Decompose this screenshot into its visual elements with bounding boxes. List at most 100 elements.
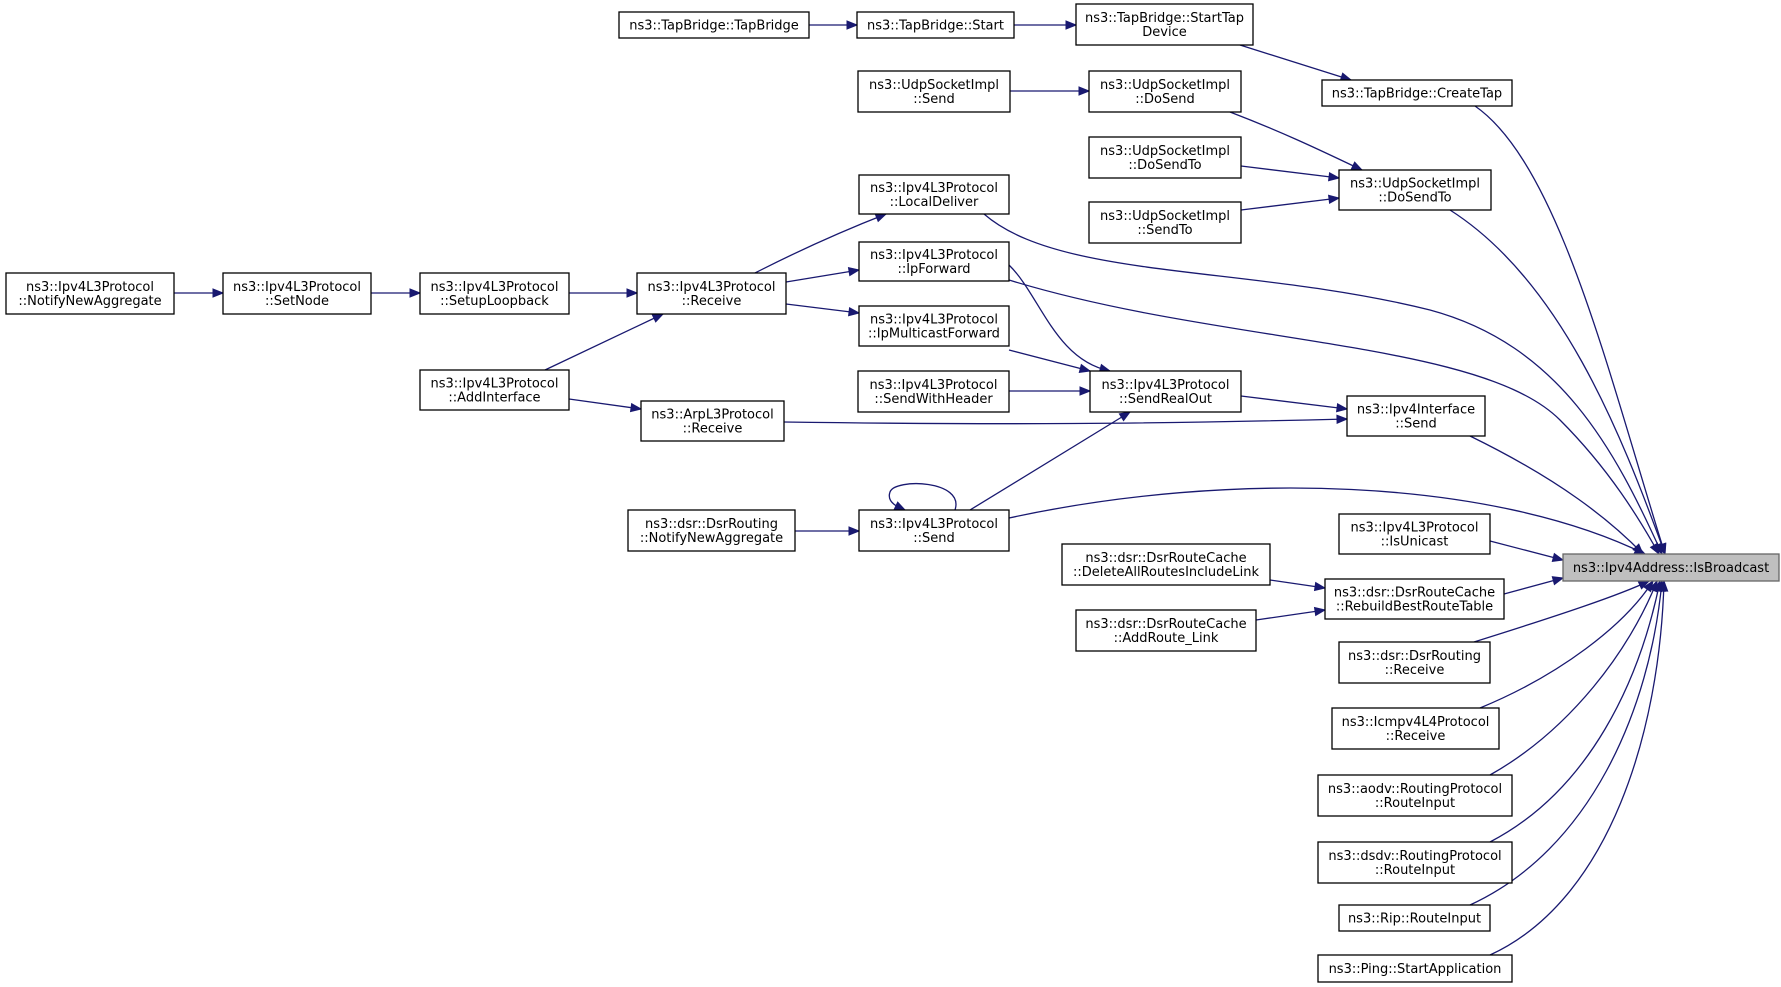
- edge-ipv4send-to-ipv4send: [888, 483, 957, 511]
- edge-addinterface-to-ipv4receive: [544, 313, 665, 371]
- node-udpsend[interactable]: ns3::UdpSocketImpl::Send: [857, 70, 1011, 113]
- node-label: ::LocalDeliver: [890, 195, 979, 210]
- edge-isunicast-to-isbroadcast: [1489, 540, 1565, 562]
- node-tapcreate[interactable]: ns3::TapBridge::CreateTap: [1321, 79, 1513, 107]
- node-ipforward[interactable]: ns3::Ipv4L3Protocol::IpForward: [858, 241, 1010, 282]
- node-label: ::Receive: [683, 422, 743, 437]
- node-tapctor[interactable]: ns3::TapBridge::TapBridge: [618, 11, 810, 39]
- node-label: ns3::TapBridge::CreateTap: [1332, 87, 1502, 102]
- edge-line: [1008, 349, 1091, 372]
- node-ifacesend[interactable]: ns3::Ipv4Interface::Send: [1346, 395, 1486, 437]
- edge-line: [1239, 44, 1352, 81]
- node-label: ns3::Icmpv4L4Protocol: [1342, 715, 1490, 730]
- node-udpdosendto_r[interactable]: ns3::UdpSocketImpl::DoSendTo: [1338, 169, 1492, 211]
- edge-line: [1489, 580, 1661, 843]
- node-box: [1338, 904, 1491, 932]
- node-label: ns3::UdpSocketImpl: [869, 78, 999, 93]
- arrowhead-icon: [1118, 411, 1132, 422]
- node-dsrnotify[interactable]: ns3::dsr::DsrRouting::NotifyNewAggregate: [627, 509, 796, 552]
- node-label: ::RebuildBestRouteTable: [1336, 600, 1493, 615]
- node-label: ns3::Ipv4Address::IsBroadcast: [1573, 561, 1769, 576]
- node-udpsendto[interactable]: ns3::UdpSocketImpl::SendTo: [1088, 201, 1242, 244]
- node-addroute[interactable]: ns3::dsr::DsrRouteCache::AddRoute_Link: [1075, 609, 1257, 652]
- node-label: ::NotifyNewAggregate: [18, 294, 161, 309]
- node-label: ::AddRoute_Link: [1114, 631, 1219, 646]
- edge-tapstart-to-tapstartdev: [1014, 20, 1078, 30]
- edge-line: [783, 418, 1348, 425]
- edge-line: [1008, 487, 1646, 555]
- node-sendwithheader[interactable]: ns3::Ipv4L3Protocol::SendWithHeader: [857, 370, 1010, 413]
- node-dsdv[interactable]: ns3::dsdv::RoutingProtocol::RouteInput: [1317, 841, 1513, 884]
- node-box: [1088, 70, 1242, 113]
- node-box: [857, 70, 1011, 113]
- node-sendrealout[interactable]: ns3::Ipv4L3Protocol::SendRealOut: [1089, 370, 1242, 413]
- edge-addroute-to-rebuild: [1255, 606, 1327, 621]
- node-box: [1317, 774, 1513, 817]
- node-label: ns3::dsr::DsrRouting: [645, 517, 778, 532]
- node-rip[interactable]: ns3::Rip::RouteInput: [1338, 904, 1491, 932]
- node-isunicast[interactable]: ns3::Ipv4L3Protocol::IsUnicast: [1338, 513, 1491, 555]
- node-ipmcast[interactable]: ns3::Ipv4L3Protocol::IpMulticastForward: [858, 305, 1010, 347]
- node-box: [1317, 841, 1513, 884]
- node-localdeliver[interactable]: ns3::Ipv4L3Protocol::LocalDeliver: [858, 174, 1010, 215]
- node-aodv[interactable]: ns3::aodv::RoutingProtocol::RouteInput: [1317, 774, 1513, 817]
- node-label: ns3::Ipv4L3Protocol: [870, 517, 998, 532]
- edge-ipforward-to-isbroadcast: [1008, 279, 1660, 556]
- node-label: ns3::Ipv4L3Protocol: [648, 280, 776, 295]
- edge-addinterface-to-arpreceive: [568, 398, 643, 413]
- node-icmpreceive[interactable]: ns3::Icmpv4L4Protocol::Receive: [1331, 707, 1500, 750]
- arrowhead-icon: [846, 20, 859, 30]
- arrowhead-icon: [1078, 363, 1092, 373]
- node-notifyagg[interactable]: ns3::Ipv4L3Protocol::NotifyNewAggregate: [5, 272, 175, 315]
- edge-ifacesend-to-isbroadcast: [1469, 435, 1644, 555]
- edge-ipmcast-to-sendrealout: [1008, 349, 1092, 373]
- node-ipv4send[interactable]: ns3::Ipv4L3Protocol::Send: [858, 509, 1010, 552]
- node-rebuild[interactable]: ns3::dsr::DsrRouteCache::RebuildBestRout…: [1324, 578, 1505, 620]
- node-label: ::SetupLoopback: [440, 294, 549, 309]
- arrowhead-icon: [1551, 552, 1565, 562]
- node-setuploop[interactable]: ns3::Ipv4L3Protocol::SetupLoopback: [419, 272, 570, 315]
- node-addinterface[interactable]: ns3::Ipv4L3Protocol::AddInterface: [419, 369, 570, 411]
- edge-sendwithheader-to-sendrealout: [1009, 386, 1092, 396]
- node-box: [1089, 370, 1242, 413]
- edge-udpsend-to-udpdosend: [1010, 86, 1091, 96]
- arrowhead-icon: [847, 307, 861, 317]
- node-udpdosend[interactable]: ns3::UdpSocketImpl::DoSend: [1088, 70, 1242, 113]
- node-box: [1088, 136, 1242, 179]
- node-label: ::SendRealOut: [1119, 392, 1212, 407]
- node-box: [1338, 169, 1492, 211]
- node-tapstart[interactable]: ns3::TapBridge::Start: [856, 11, 1015, 39]
- edge-ipforward-to-sendrealout: [1008, 264, 1112, 373]
- arrowhead-icon: [1065, 20, 1078, 30]
- node-label: ns3::dsdv::RoutingProtocol: [1328, 849, 1501, 864]
- node-box: [1324, 578, 1505, 620]
- node-ping[interactable]: ns3::Ping::StartApplication: [1317, 954, 1513, 983]
- node-label: ns3::ArpL3Protocol: [651, 408, 773, 423]
- node-box: [636, 272, 787, 315]
- edge-dsdv-to-isbroadcast: [1489, 579, 1663, 843]
- arrowhead-icon: [1328, 194, 1341, 204]
- node-label: ::IpMulticastForward: [868, 327, 1000, 342]
- node-box: [1061, 543, 1271, 586]
- edge-line: [1473, 580, 1650, 643]
- edge-line: [1479, 580, 1654, 709]
- node-udpdosendto_l[interactable]: ns3::UdpSocketImpl::DoSendTo: [1088, 136, 1242, 179]
- arrowhead-icon: [1350, 161, 1364, 171]
- edge-udpdosendto_l-to-udpdosendto_r: [1240, 165, 1341, 182]
- arrowhead-icon: [847, 267, 861, 277]
- node-box: [856, 11, 1015, 39]
- edge-ping-to-isbroadcast: [1489, 579, 1669, 956]
- node-box: [1088, 201, 1242, 244]
- node-isbroadcast[interactable]: ns3::Ipv4Address::IsBroadcast: [1562, 553, 1780, 582]
- node-arpreceive[interactable]: ns3::ArpL3Protocol::Receive: [640, 400, 785, 442]
- node-box: [1321, 79, 1513, 107]
- node-label: ns3::UdpSocketImpl: [1350, 177, 1480, 192]
- node-dsrreceive[interactable]: ns3::dsr::DsrRouting::Receive: [1338, 641, 1491, 684]
- node-delroutes[interactable]: ns3::dsr::DsrRouteCache::DeleteAllRoutes…: [1061, 543, 1271, 586]
- arrowhead-icon: [874, 213, 888, 223]
- node-label: ns3::Ipv4Interface: [1357, 403, 1475, 418]
- node-ipv4receive[interactable]: ns3::Ipv4L3Protocol::Receive: [636, 272, 787, 315]
- edge-udpdosendto_r-to-isbroadcast: [1449, 209, 1666, 556]
- node-setnode[interactable]: ns3::Ipv4L3Protocol::SetNode: [222, 272, 372, 315]
